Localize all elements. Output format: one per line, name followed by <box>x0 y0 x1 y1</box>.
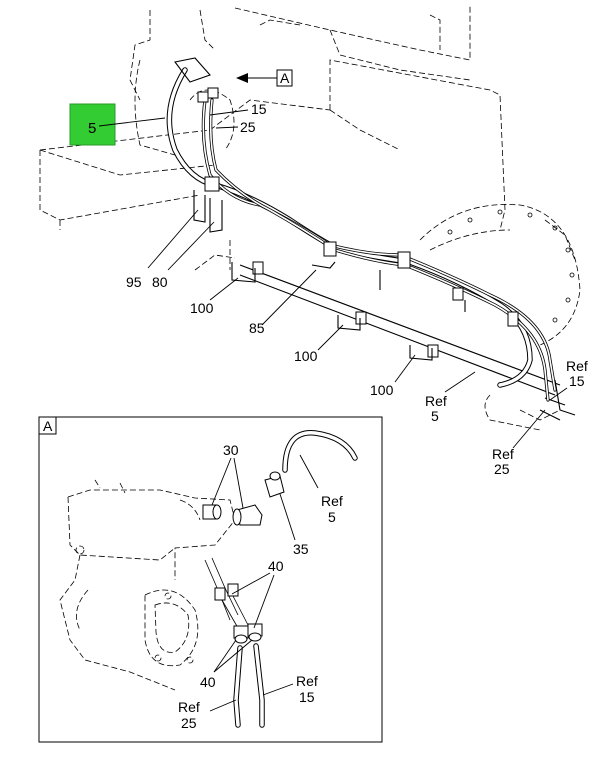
main-leaders <box>147 109 568 449</box>
ref25-ref: Ref <box>492 446 514 462</box>
detail-frame <box>38 416 383 743</box>
detail-ref5-ref: Ref <box>321 493 343 509</box>
view-a-label: A <box>280 70 290 86</box>
fitting-35 <box>264 471 285 498</box>
detail-callout-30: 30 <box>223 442 239 458</box>
compressor-phantom <box>59 479 236 691</box>
bell-bolts <box>447 209 575 323</box>
detail-leaders <box>209 454 319 712</box>
callout-100-a: 100 <box>190 300 214 316</box>
ref15-num: 15 <box>569 373 585 389</box>
callout-100-c: 100 <box>370 382 394 398</box>
detail-ref25-ref: Ref <box>178 699 200 715</box>
detail-ref5-num: 5 <box>328 509 336 525</box>
callout-95: 95 <box>126 274 142 290</box>
clamps <box>204 176 519 358</box>
fittings-30 <box>202 504 263 526</box>
ref5-num: 5 <box>431 408 439 424</box>
detail-callouts: 30 Ref 5 35 40 40 Ref 25 Ref 15 <box>178 442 343 731</box>
callout-25: 25 <box>240 119 256 135</box>
detail-callout-35: 35 <box>293 541 309 557</box>
callout-100-b: 100 <box>294 348 318 364</box>
main-callouts: 15 25 95 80 100 85 100 100 Ref 5 Ref 15 … <box>126 101 588 477</box>
ref5-ref: Ref <box>425 393 447 409</box>
view-a-arrow: A <box>236 69 293 87</box>
ref15-ref: Ref <box>566 358 588 374</box>
detail-label: A <box>43 418 53 434</box>
detail-tubes <box>233 643 265 728</box>
highlight-callout-5[interactable]: 5 <box>69 103 166 146</box>
detail-ref15-ref: Ref <box>296 673 318 689</box>
hose-assembly <box>166 57 557 402</box>
detail-callout-40-a: 40 <box>268 558 284 574</box>
detail-view-a: A <box>38 416 383 743</box>
detail-callout-40-b: 40 <box>200 674 216 690</box>
ref25-num: 25 <box>494 461 510 477</box>
brackets <box>193 190 466 361</box>
phantom-outlines <box>39 5 581 431</box>
callout-85: 85 <box>249 320 265 336</box>
highlight-label[interactable]: 5 <box>88 120 96 137</box>
callout-15: 15 <box>251 101 267 117</box>
frame-rail <box>239 264 576 421</box>
fittings-40 <box>204 557 263 644</box>
detail-ref15-num: 15 <box>299 689 315 705</box>
callout-80: 80 <box>152 274 168 290</box>
detail-ref25-num: 25 <box>181 715 197 731</box>
detail-hose-ref5 <box>282 430 358 473</box>
